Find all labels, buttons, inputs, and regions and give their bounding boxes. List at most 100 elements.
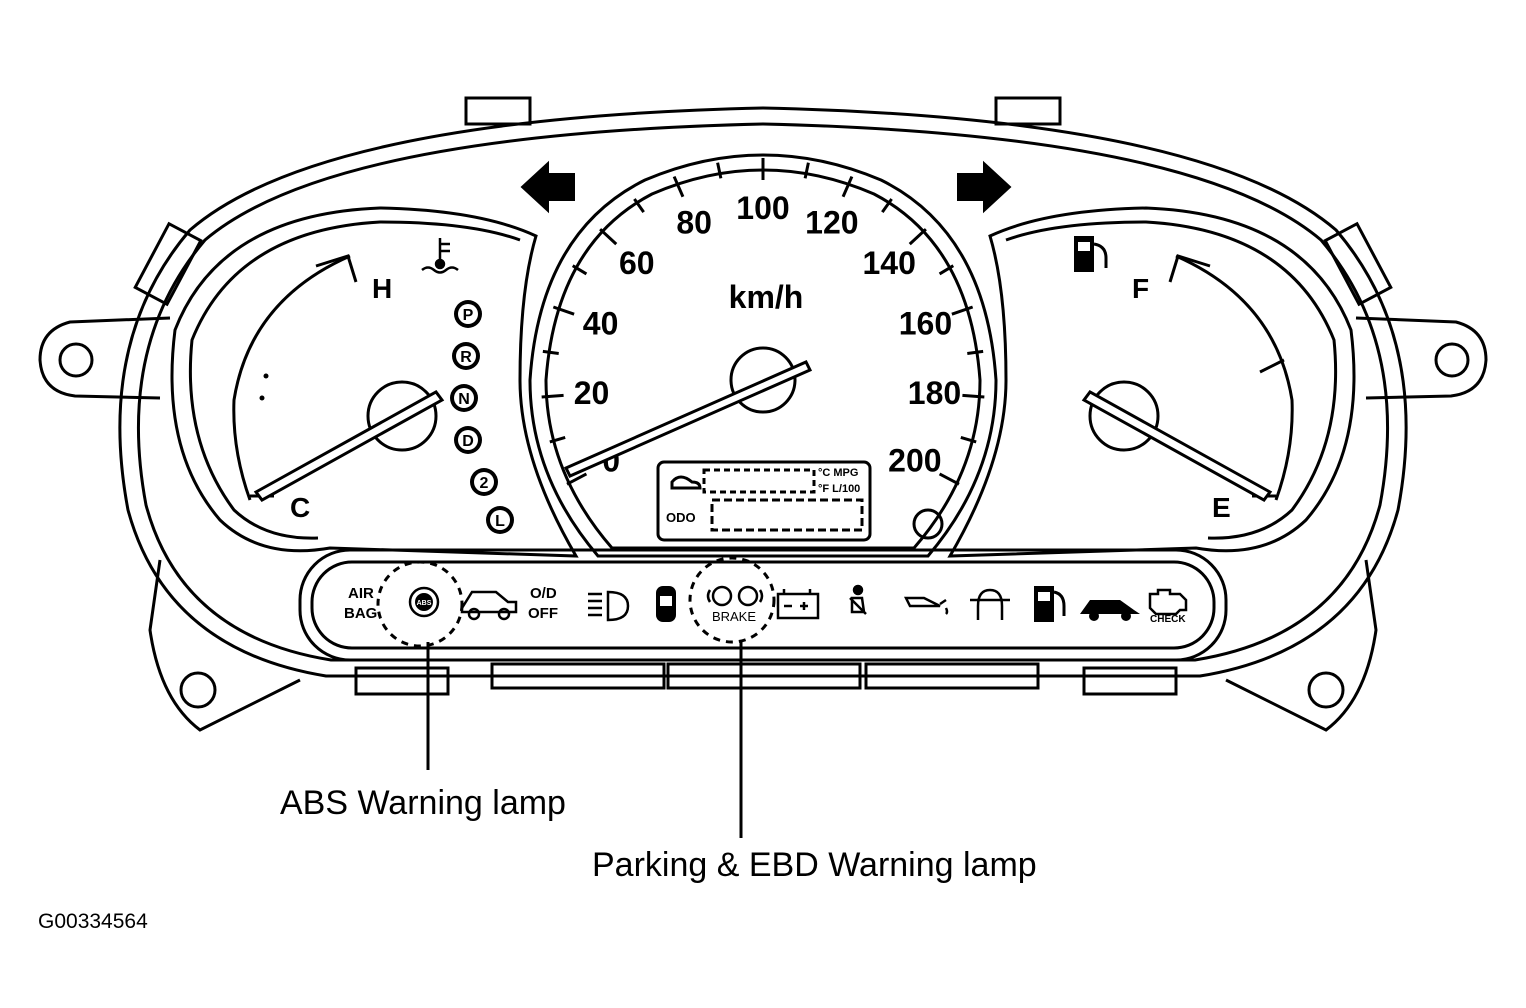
top-clip-right <box>994 96 1062 126</box>
trip-segment-display <box>702 468 816 494</box>
coolant-temperature-icon <box>421 238 459 274</box>
brake-lamp-highlight-circle <box>688 556 776 644</box>
abs-lamp-highlight-circle <box>376 560 464 648</box>
temperature-gauge <box>232 254 445 502</box>
parking-brake-lamp <box>706 585 764 607</box>
check-engine-icon <box>1148 588 1188 616</box>
speedometer-tick-label: 20 <box>574 375 610 411</box>
right-mount-tab <box>1355 316 1488 400</box>
gear-indicator-inner <box>454 388 474 408</box>
speedometer-tick-label: 160 <box>899 305 952 341</box>
left-turn-signal-icon <box>520 160 575 214</box>
gear-position-indicators: P R N D 2L <box>450 300 514 534</box>
speedometer-tick <box>549 436 566 444</box>
speedometer-tick-label: 200 <box>888 443 941 479</box>
cluster-inner-bezel <box>137 122 1389 662</box>
speedometer-tick <box>938 472 960 486</box>
speedometer-tick <box>967 349 984 355</box>
trip-reset-knob <box>912 508 944 540</box>
lcd-odo-label: ODO <box>666 510 696 525</box>
speedometer-needle <box>563 346 813 478</box>
speedometer-tick <box>803 162 810 179</box>
gear-indicator-2: 2 <box>470 468 498 496</box>
fuel-empty-label: E <box>1212 492 1231 523</box>
side-clip-right <box>1323 221 1393 307</box>
gear-indicator-label: R <box>460 349 472 366</box>
bottom-clip-5 <box>1082 666 1178 696</box>
high-beam-icon <box>588 590 630 622</box>
bottom-clip-1 <box>354 666 450 696</box>
speedometer-tick <box>951 305 974 316</box>
gear-indicator-d: D <box>454 426 482 454</box>
lcd-display <box>656 460 872 542</box>
odometer-segment-display <box>710 498 864 532</box>
speedometer-tick <box>960 436 977 444</box>
speedometer-tick <box>841 175 854 198</box>
door-ajar-icon <box>460 590 518 621</box>
temp-hot-label: H <box>372 273 392 304</box>
gear-indicator-p: P <box>454 300 482 328</box>
seatbelt-icon <box>849 584 867 615</box>
gear-indicator-label: 2 <box>480 475 489 492</box>
gear-indicator-l: L <box>486 506 514 534</box>
bottom-clip-2 <box>490 662 666 690</box>
od-off-label-bottom: OFF <box>528 605 558 622</box>
speedometer-ticks <box>541 158 985 486</box>
speedometer-tick <box>599 228 618 246</box>
right-turn-signal-icon <box>957 160 1012 214</box>
gear-indicator-label: L <box>495 513 505 530</box>
abs-lamp-text: ABS <box>417 600 432 607</box>
od-off-label-top: O/D <box>530 585 557 602</box>
gear-indicator-inner <box>456 346 476 366</box>
oil-pressure-icon <box>903 596 949 615</box>
speedometer-tick <box>962 393 985 399</box>
gear-indicator-inner <box>458 304 478 324</box>
warning-lamp-panel <box>298 548 1228 662</box>
bottom-clip-4 <box>864 662 1040 690</box>
speedometer-tick <box>672 175 685 198</box>
speedometer-tick <box>633 198 645 213</box>
speed-unit-label: km/h <box>729 279 804 315</box>
speedometer-tick-label: 120 <box>805 204 858 240</box>
temp-cold-label: C <box>290 492 310 523</box>
right-dial-housing <box>947 206 1356 558</box>
car-door-icon <box>670 475 702 490</box>
low-fuel-icon <box>1034 586 1066 622</box>
speedometer-tick-label: 100 <box>736 190 789 226</box>
fuel-full-label: F <box>1132 273 1149 304</box>
bottom-clip-3 <box>666 662 862 690</box>
bottom-left-bracket <box>148 559 301 732</box>
gear-indicator-inner <box>474 472 494 492</box>
gear-indicator-label: N <box>458 391 470 408</box>
top-clip-left <box>464 96 532 126</box>
cluster-outer-housing <box>118 106 1408 678</box>
bottom-right-bracket <box>1225 559 1378 732</box>
speedometer-tick-label: 80 <box>676 204 712 240</box>
left-mount-tab <box>38 316 171 400</box>
door-open-car-icon <box>656 586 676 622</box>
speedometer-tick <box>552 305 575 316</box>
speedometer-tick-label: 140 <box>863 245 916 281</box>
temp-gauge-dot <box>259 395 265 401</box>
speedometer-face <box>528 153 998 558</box>
abs-warning-lamp <box>408 586 440 618</box>
gear-indicator-inner <box>490 510 510 530</box>
battery-charge-icon <box>776 589 820 620</box>
gear-indicator-label: P <box>463 307 474 324</box>
car-trunk-icon <box>1080 600 1140 621</box>
speedometer-tick <box>566 472 588 486</box>
airbag-lamp-label-bottom: BAG <box>344 605 377 622</box>
airbag-lamp-label-top: AIR <box>348 585 374 602</box>
speedometer-tick <box>938 264 955 276</box>
brake-lamp-label: BRAKE <box>712 609 756 624</box>
gear-indicator-inner <box>458 430 478 450</box>
gear-indicator-label: D <box>462 433 474 450</box>
speedometer-tick-label: 60 <box>619 245 655 281</box>
speedometer-tick <box>541 393 564 399</box>
speedometer-tick <box>542 349 559 355</box>
speedometer-tick <box>881 198 893 213</box>
gear-indicator-n: N <box>450 384 478 412</box>
lcd-unit-bottom: °F L/100 <box>818 483 860 495</box>
